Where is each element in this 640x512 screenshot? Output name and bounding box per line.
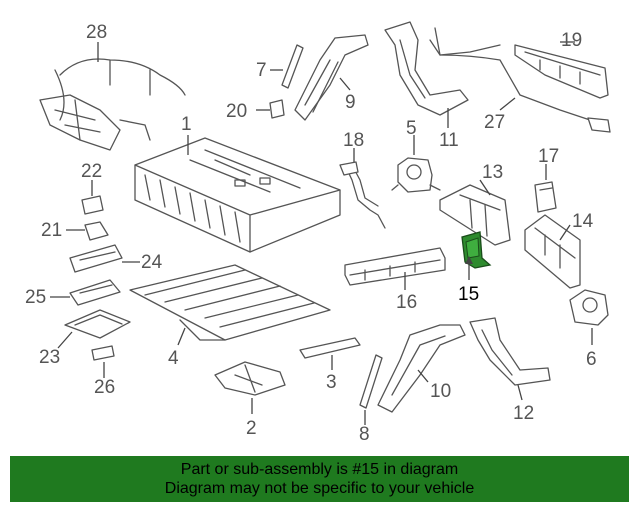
- callout-14[interactable]: 14: [572, 211, 594, 232]
- part-3[interactable]: [299, 337, 361, 359]
- part-14[interactable]: [524, 214, 581, 289]
- part-17[interactable]: [534, 181, 557, 213]
- callout-13[interactable]: 13: [482, 162, 503, 183]
- callout-15[interactable]: 15: [458, 284, 479, 305]
- part-4-tray[interactable]: [129, 264, 331, 341]
- part-2-bracket[interactable]: [214, 361, 286, 396]
- part-9-duct[interactable]: [294, 34, 369, 121]
- callout-3[interactable]: 3: [326, 372, 337, 393]
- info-banner: Part or sub-assembly is #15 in diagram D…: [10, 456, 629, 502]
- callout-25[interactable]: 25: [25, 287, 46, 308]
- callout-23[interactable]: 23: [39, 347, 60, 368]
- part-5[interactable]: [391, 157, 441, 193]
- callout-17[interactable]: 17: [538, 146, 559, 167]
- callout-9[interactable]: 9: [345, 92, 356, 113]
- part-16[interactable]: [344, 247, 446, 286]
- part-11-duct[interactable]: [384, 21, 501, 116]
- callout-10[interactable]: 10: [430, 381, 451, 402]
- parts-diagram: 1 28 7 20 9 11 27: [25, 21, 611, 445]
- callout-1[interactable]: 1: [181, 114, 192, 135]
- part-22[interactable]: [81, 195, 104, 215]
- part-6[interactable]: [569, 289, 609, 326]
- part-12[interactable]: [469, 317, 551, 386]
- part-20[interactable]: [269, 99, 285, 119]
- banner-line-2: Diagram may not be specific to your vehi…: [164, 480, 475, 497]
- callout-5[interactable]: 5: [406, 118, 417, 139]
- callout-16[interactable]: 16: [396, 292, 417, 313]
- callout-8[interactable]: 8: [359, 424, 370, 445]
- part-1-battery-case[interactable]: [134, 137, 341, 253]
- callout-12[interactable]: 12: [513, 403, 534, 424]
- part-13[interactable]: [439, 184, 511, 246]
- part-10[interactable]: [377, 324, 466, 413]
- callout-11[interactable]: 11: [439, 130, 459, 151]
- part-25[interactable]: [69, 279, 121, 306]
- callout-26[interactable]: 26: [94, 377, 115, 398]
- callout-27[interactable]: 27: [484, 112, 505, 133]
- callout-6[interactable]: 6: [586, 349, 597, 370]
- callout-19[interactable]: 19: [561, 30, 582, 51]
- banner-line-1: Part or sub-assembly is #15 in diagram: [180, 461, 459, 478]
- part-8[interactable]: [359, 354, 383, 409]
- callout-7[interactable]: 7: [256, 60, 267, 81]
- part-19[interactable]: [514, 44, 609, 99]
- part-7[interactable]: [281, 44, 304, 89]
- callout-28[interactable]: 28: [86, 22, 107, 43]
- callout-22[interactable]: 22: [81, 161, 102, 182]
- callout-21[interactable]: 21: [41, 220, 62, 241]
- callout-4[interactable]: 4: [168, 348, 179, 369]
- callout-2[interactable]: 2: [246, 418, 257, 439]
- callout-20[interactable]: 20: [226, 101, 247, 122]
- part-21[interactable]: [84, 221, 109, 241]
- part-24[interactable]: [69, 244, 123, 273]
- part-27-tube[interactable]: [434, 27, 611, 133]
- part-26[interactable]: [91, 345, 115, 361]
- callout-18[interactable]: 18: [343, 130, 364, 151]
- part-18[interactable]: [339, 161, 386, 229]
- part-28-wire-harness[interactable]: [39, 58, 186, 151]
- part-23[interactable]: [64, 309, 131, 339]
- callout-24[interactable]: 24: [141, 252, 163, 273]
